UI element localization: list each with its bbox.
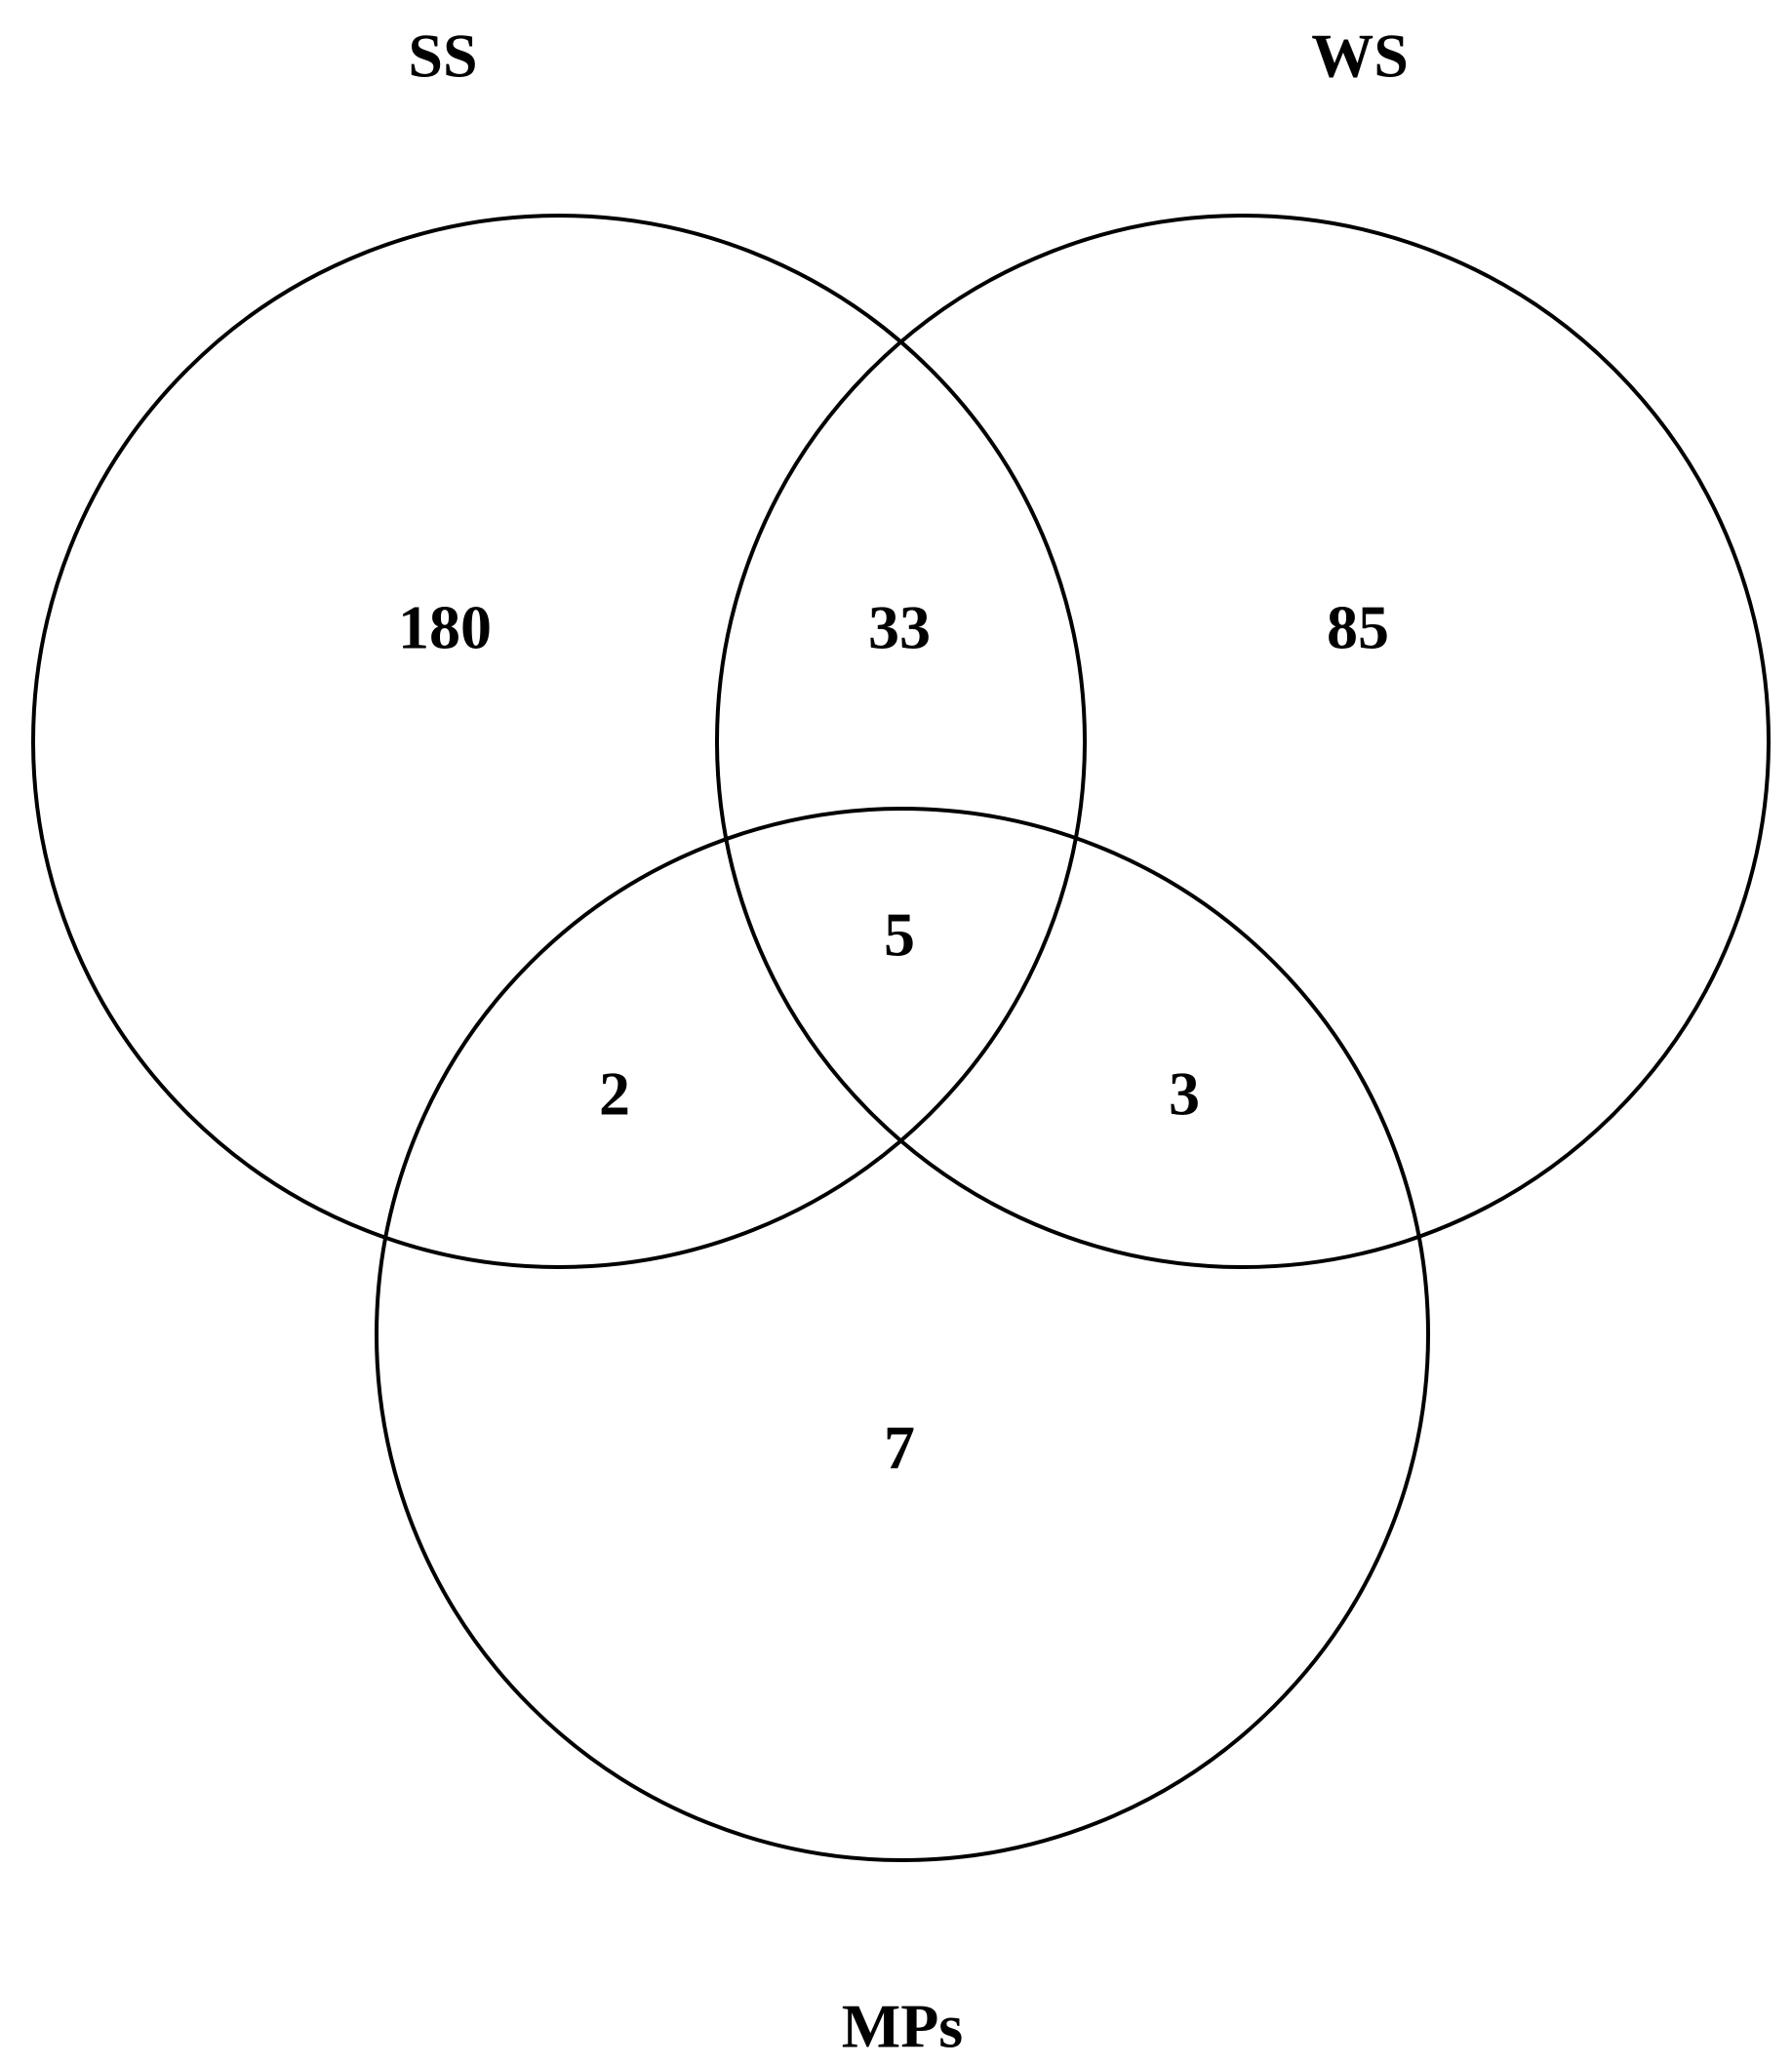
- ss-ws-mps-count: 5: [884, 900, 915, 970]
- ws-label: WS: [1311, 21, 1409, 91]
- ss-mps-count: 2: [599, 1059, 630, 1129]
- ws-mps-count: 3: [1169, 1059, 1200, 1129]
- ws-circle: [715, 214, 1771, 1269]
- ws-only-count: 85: [1327, 593, 1389, 662]
- ss-label: SS: [408, 21, 477, 91]
- mps-label: MPs: [842, 1992, 963, 2061]
- ss-ws-count: 33: [868, 593, 931, 662]
- ss-circle: [31, 214, 1087, 1269]
- mps-only-count: 7: [884, 1413, 915, 1483]
- ss-only-count: 180: [398, 593, 492, 662]
- mps-circle: [375, 807, 1430, 1862]
